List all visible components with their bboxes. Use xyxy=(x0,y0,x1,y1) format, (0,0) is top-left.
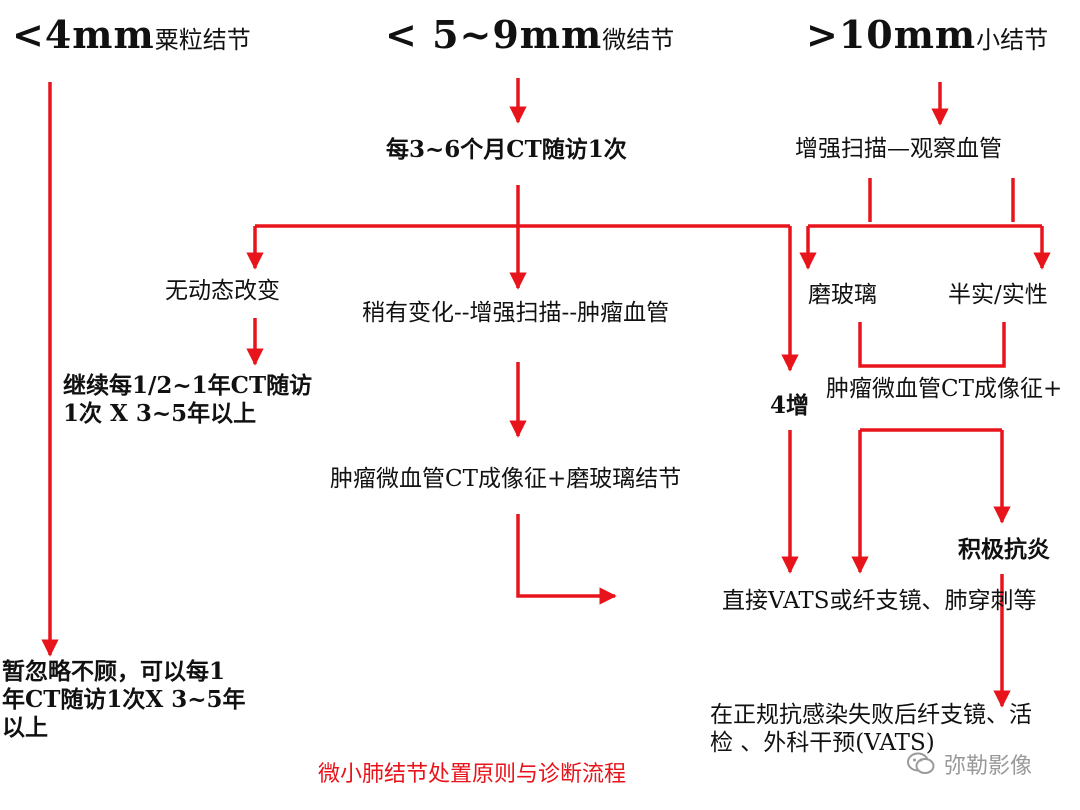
arrow-ct-sign-to-direct xyxy=(516,514,617,605)
connector-ggo-solid-join xyxy=(858,322,1006,368)
anti-inflammation-node: 积极抗炎 xyxy=(958,536,1050,563)
solid-node: 半实/实性 xyxy=(948,282,1048,308)
ignore-line-3: 以上 xyxy=(2,714,48,741)
ggo-node: 磨玻璃 xyxy=(808,282,877,308)
header-right-type: 小结节 xyxy=(976,26,1049,54)
header-middle-size: < 5~9mm xyxy=(385,12,603,57)
slight-change-node: 稍有变化--增强扫描--肿瘤血管 xyxy=(362,300,670,326)
continue-line-1: 继续每1/2~1年CT随访 xyxy=(63,372,313,399)
after-fail-line-1: 在正规抗感染失败后纤支镜、活 xyxy=(710,702,1032,728)
continue-line-2: 1次 X 3~5年以上 xyxy=(63,400,257,427)
ignore-line-1: 暂忽略不顾，可以每1 xyxy=(2,658,226,685)
ct-sign-node: 肿瘤微血管CT成像征+ xyxy=(826,376,1063,402)
enhanced-scan-node: 增强扫描—观察血管 xyxy=(795,136,1002,162)
no-change-node: 无动态改变 xyxy=(165,278,280,304)
ct-sign-ggo-node: 肿瘤微血管CT成像征+磨玻璃结节 xyxy=(330,466,682,492)
followup-node: 每3~6个月CT随访1次 xyxy=(386,136,627,163)
watermark-text: 弥勒影像 xyxy=(944,754,1033,779)
watermark: 弥勒影像 xyxy=(906,748,1032,780)
header-right: >10mm小结节 xyxy=(806,12,1048,58)
after-fail-line-2: 检 、外科干预(VATS) xyxy=(710,730,935,756)
header-left-type: 粟粒结节 xyxy=(154,26,251,54)
connector-enhanced-fork xyxy=(868,178,1015,222)
header-left-size: <4mm xyxy=(12,12,155,57)
direct-vats-node: 直接VATS或纤支镜、肺穿刺等 xyxy=(722,588,1037,614)
diagram-caption: 微小肺结节处置原则与诊断流程 xyxy=(318,762,627,787)
wechat-icon xyxy=(907,752,935,774)
header-right-size: >10mm xyxy=(806,12,977,57)
header-left: <4mm粟粒结节 xyxy=(12,12,251,58)
header-middle: < 5~9mm微结节 xyxy=(385,12,674,58)
header-middle-type: 微结节 xyxy=(602,26,675,54)
ignore-line-2: 年CT随访1次X 3~5年 xyxy=(2,686,246,713)
increase-node: 4增 xyxy=(770,392,810,419)
